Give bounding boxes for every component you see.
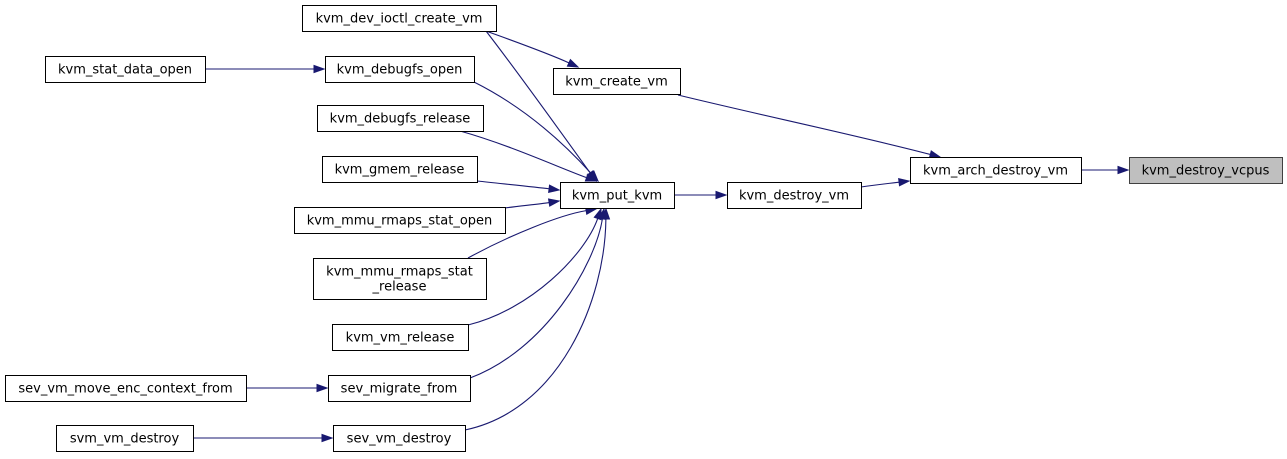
node-kvm-destroy-vcpus[interactable]: kvm_destroy_vcpus xyxy=(1129,157,1283,184)
node-svm-vm-destroy[interactable]: svm_vm_destroy xyxy=(56,425,194,452)
node-sev-migrate-from[interactable]: sev_migrate_from xyxy=(328,375,471,402)
node-label: kvm_arch_destroy_vm xyxy=(923,164,1068,179)
edge-kvm-stat-data-open-to-kvm-debugfs-open xyxy=(205,64,326,74)
edge-sev-migrate-from-to-kvm-put-kvm xyxy=(469,207,607,379)
node-label: _release xyxy=(372,280,427,295)
node-kvm-vm-release[interactable]: kvm_vm_release xyxy=(332,324,469,351)
edge-kvm-create-vm-to-kvm-arch-destroy-vm xyxy=(677,94,942,159)
node-label: kvm_dev_ioctl_create_vm xyxy=(316,12,483,27)
edge-kvm-dev-ioctl-create-vm-to-kvm-put-kvm xyxy=(485,30,597,183)
node-label: kvm_vm_release xyxy=(346,331,455,346)
node-sev-vm-move-enc-context-from[interactable]: sev_vm_move_enc_context_from xyxy=(5,375,247,402)
edge-kvm-gmem-release-to-kvm-put-kvm xyxy=(476,180,561,193)
node-label: kvm_create_vm xyxy=(565,75,668,90)
node-label: svm_vm_destroy xyxy=(70,432,180,447)
node-kvm-gmem-release[interactable]: kvm_gmem_release xyxy=(322,156,478,183)
node-kvm-mmu-rmaps-stat-release[interactable]: kvm_mmu_rmaps_stat_release xyxy=(313,258,487,300)
edge-kvm-debugfs-open-to-kvm-put-kvm xyxy=(473,81,599,183)
node-label: sev_vm_destroy xyxy=(347,432,452,447)
edge-sev-vm-destroy-to-kvm-put-kvm xyxy=(464,207,611,431)
edge-kvm-dev-ioctl-create-vm-to-kvm-create-vm xyxy=(485,30,580,68)
node-sev-vm-destroy[interactable]: sev_vm_destroy xyxy=(333,425,466,452)
edge-kvm-put-kvm-to-kvm-destroy-vm xyxy=(674,190,728,200)
node-label: kvm_gmem_release xyxy=(335,163,465,178)
node-kvm-debugfs-open[interactable]: kvm_debugfs_open xyxy=(325,56,475,83)
node-kvm-debugfs-release[interactable]: kvm_debugfs_release xyxy=(317,105,484,132)
call-graph-edges xyxy=(192,30,1130,443)
node-kvm-create-vm[interactable]: kvm_create_vm xyxy=(553,68,681,95)
node-kvm-arch-destroy-vm[interactable]: kvm_arch_destroy_vm xyxy=(910,157,1082,184)
node-label: kvm_destroy_vcpus xyxy=(1142,164,1270,179)
edge-kvm-arch-destroy-vm-to-kvm-destroy-vcpus xyxy=(1081,165,1130,175)
node-kvm-destroy-vm[interactable]: kvm_destroy_vm xyxy=(727,182,862,209)
edge-kvm-mmu-rmaps-stat-open-to-kvm-put-kvm xyxy=(504,198,561,209)
node-kvm-stat-data-open[interactable]: kvm_stat_data_open xyxy=(45,56,206,83)
node-kvm-dev-ioctl-create-vm[interactable]: kvm_dev_ioctl_create_vm xyxy=(302,5,497,32)
node-label: kvm_mmu_rmaps_stat xyxy=(326,265,473,280)
node-label: kvm_mmu_rmaps_stat_open xyxy=(307,214,493,229)
edge-kvm-destroy-vm-to-kvm-arch-destroy-vm xyxy=(860,177,911,188)
node-label: kvm_put_kvm xyxy=(572,189,662,204)
node-label: sev_vm_move_enc_context_from xyxy=(18,382,232,397)
edge-sev-vm-move-enc-context-from-to-sev-migrate-from xyxy=(245,383,329,393)
node-kvm-mmu-rmaps-stat-open[interactable]: kvm_mmu_rmaps_stat_open xyxy=(294,207,506,234)
node-label: kvm_destroy_vm xyxy=(739,189,849,204)
node-label: sev_migrate_from xyxy=(341,382,458,397)
call-graph-nodes: kvm_destroy_vcpus kvm_arch_destroy_vm kvm_… xyxy=(5,5,1283,452)
edge-svm-vm-destroy-to-sev-vm-destroy xyxy=(192,433,334,443)
node-label: kvm_debugfs_open xyxy=(337,63,463,78)
node-kvm-put-kvm[interactable]: kvm_put_kvm xyxy=(560,182,675,209)
edge-kvm-debugfs-release-to-kvm-put-kvm xyxy=(459,130,598,182)
node-label: kvm_debugfs_release xyxy=(330,112,471,127)
node-label: kvm_stat_data_open xyxy=(58,63,192,78)
